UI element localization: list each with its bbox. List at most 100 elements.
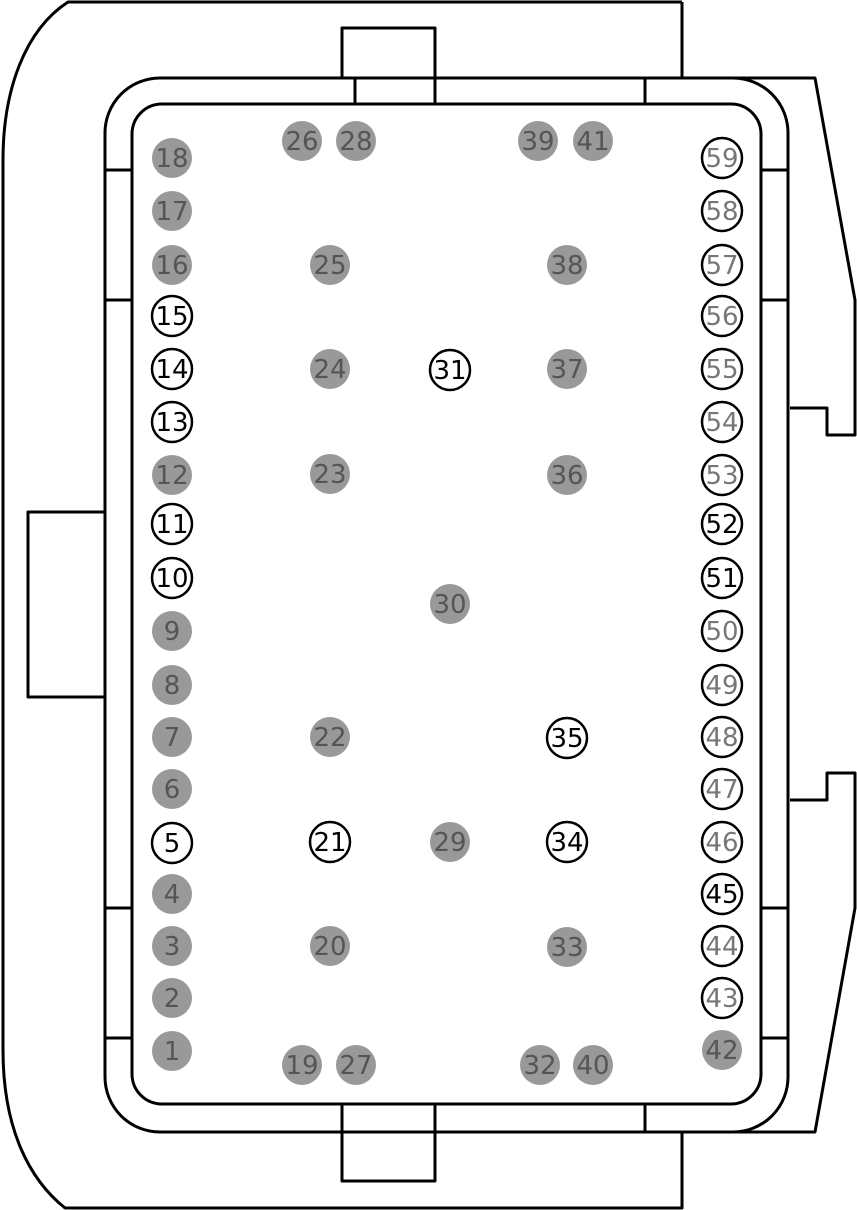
- pin-number-label: 12: [155, 461, 188, 491]
- pin-number-label: 5: [164, 829, 181, 859]
- pin-number-label: 15: [155, 302, 188, 332]
- pin-number-label: 19: [285, 1051, 318, 1081]
- pin-cavity-circle: [700, 715, 744, 759]
- pin-cavity-circle: [700, 400, 744, 444]
- pin-number-label: 43: [705, 984, 738, 1014]
- pin-53: 53: [700, 453, 744, 497]
- pin-cavity-circle: [518, 121, 558, 161]
- pin-number-label: 21: [313, 828, 346, 858]
- pin-number-label: 59: [705, 144, 738, 174]
- pin-number-label: 41: [576, 127, 609, 157]
- pin-29: 29: [430, 822, 470, 862]
- right-latch-outline: [645, 76, 857, 437]
- pin-number-label: 45: [705, 880, 738, 910]
- pin-number-label: 14: [155, 355, 188, 385]
- pin-cavities: 1234567891011121314151617181920212223242…: [150, 121, 744, 1085]
- pin-cavity-circle: [545, 820, 589, 864]
- pin-46: 46: [700, 820, 744, 864]
- pin-cavity-circle: [700, 820, 744, 864]
- pin-number-label: 23: [313, 460, 346, 490]
- pin-number-label: 13: [155, 408, 188, 438]
- pin-cavity-circle: [152, 455, 192, 495]
- pin-cavity-circle: [308, 820, 352, 864]
- pin-38: 38: [547, 245, 587, 285]
- pin-number-label: 55: [705, 355, 738, 385]
- pin-number-label: 35: [550, 724, 583, 754]
- pin-cavity-circle: [700, 924, 744, 968]
- pin-cavity-circle: [152, 191, 192, 231]
- top-key-tab: [340, 26, 437, 78]
- pin-cavity-circle: [700, 767, 744, 811]
- pin-number-label: 6: [164, 775, 181, 805]
- pin-8: 8: [152, 665, 192, 705]
- pin-32: 32: [520, 1045, 560, 1085]
- pin-number-label: 25: [313, 251, 346, 281]
- pin-number-label: 1: [164, 1037, 181, 1067]
- pin-number-label: 11: [155, 510, 188, 540]
- pin-cavity-circle: [545, 716, 589, 760]
- pin-number-label: 8: [164, 671, 181, 701]
- pin-cavity-circle: [152, 874, 192, 914]
- pin-54: 54: [700, 400, 744, 444]
- pin-50: 50: [700, 609, 744, 653]
- pin-number-label: 16: [155, 251, 188, 281]
- pin-cavity-circle: [150, 821, 194, 865]
- pin-22: 22: [310, 717, 350, 757]
- pin-number-label: 42: [705, 1036, 738, 1066]
- pin-2: 2: [152, 978, 192, 1018]
- pin-number-label: 27: [339, 1051, 372, 1081]
- pin-number-label: 10: [155, 564, 188, 594]
- pin-number-label: 54: [705, 408, 738, 438]
- pin-59: 59: [700, 136, 744, 180]
- pin-number-label: 4: [164, 880, 181, 910]
- pin-cavity-circle: [310, 717, 350, 757]
- pin-cavity-circle: [152, 138, 192, 178]
- pin-cavity-circle: [573, 121, 613, 161]
- pin-35: 35: [545, 716, 589, 760]
- pin-cavity-circle: [152, 1031, 192, 1071]
- pin-cavity-circle: [700, 663, 744, 707]
- pin-14: 14: [150, 347, 194, 391]
- pin-cavity-circle: [573, 1045, 613, 1085]
- pin-18: 18: [152, 138, 192, 178]
- pin-number-label: 7: [164, 723, 181, 753]
- pin-number-label: 29: [433, 828, 466, 858]
- pin-5: 5: [150, 821, 194, 865]
- pin-44: 44: [700, 924, 744, 968]
- pin-19: 19: [282, 1045, 322, 1085]
- pin-number-label: 37: [550, 355, 583, 385]
- pin-number-label: 40: [576, 1051, 609, 1081]
- pin-number-label: 56: [705, 302, 738, 332]
- pin-51: 51: [700, 556, 744, 600]
- pin-number-label: 28: [339, 127, 372, 157]
- pin-cavity-circle: [152, 245, 192, 285]
- pin-cavity-circle: [700, 136, 744, 180]
- pin-cavity-circle: [152, 978, 192, 1018]
- pin-cavity-circle: [150, 347, 194, 391]
- pin-number-label: 38: [550, 251, 583, 281]
- pin-28: 28: [336, 121, 376, 161]
- pin-cavity-circle: [700, 556, 744, 600]
- pin-26: 26: [282, 121, 322, 161]
- pin-number-label: 44: [705, 932, 738, 962]
- pin-cavity-circle: [310, 349, 350, 389]
- pin-cavity-circle: [700, 609, 744, 653]
- pin-cavity-circle: [310, 245, 350, 285]
- pin-number-label: 20: [313, 932, 346, 962]
- pin-cavity-circle: [150, 400, 194, 444]
- pin-number-label: 53: [705, 461, 738, 491]
- pin-13: 13: [150, 400, 194, 444]
- pin-52: 52: [700, 502, 744, 546]
- pin-cavity-circle: [700, 872, 744, 916]
- pin-cavity-circle: [152, 665, 192, 705]
- pin-cavity-circle: [150, 294, 194, 338]
- pin-36: 36: [547, 455, 587, 495]
- pin-49: 49: [700, 663, 744, 707]
- pin-11: 11: [150, 502, 194, 546]
- pin-cavity-circle: [700, 243, 744, 287]
- pin-number-label: 17: [155, 197, 188, 227]
- pin-number-label: 46: [705, 828, 738, 858]
- pin-cavity-circle: [547, 455, 587, 495]
